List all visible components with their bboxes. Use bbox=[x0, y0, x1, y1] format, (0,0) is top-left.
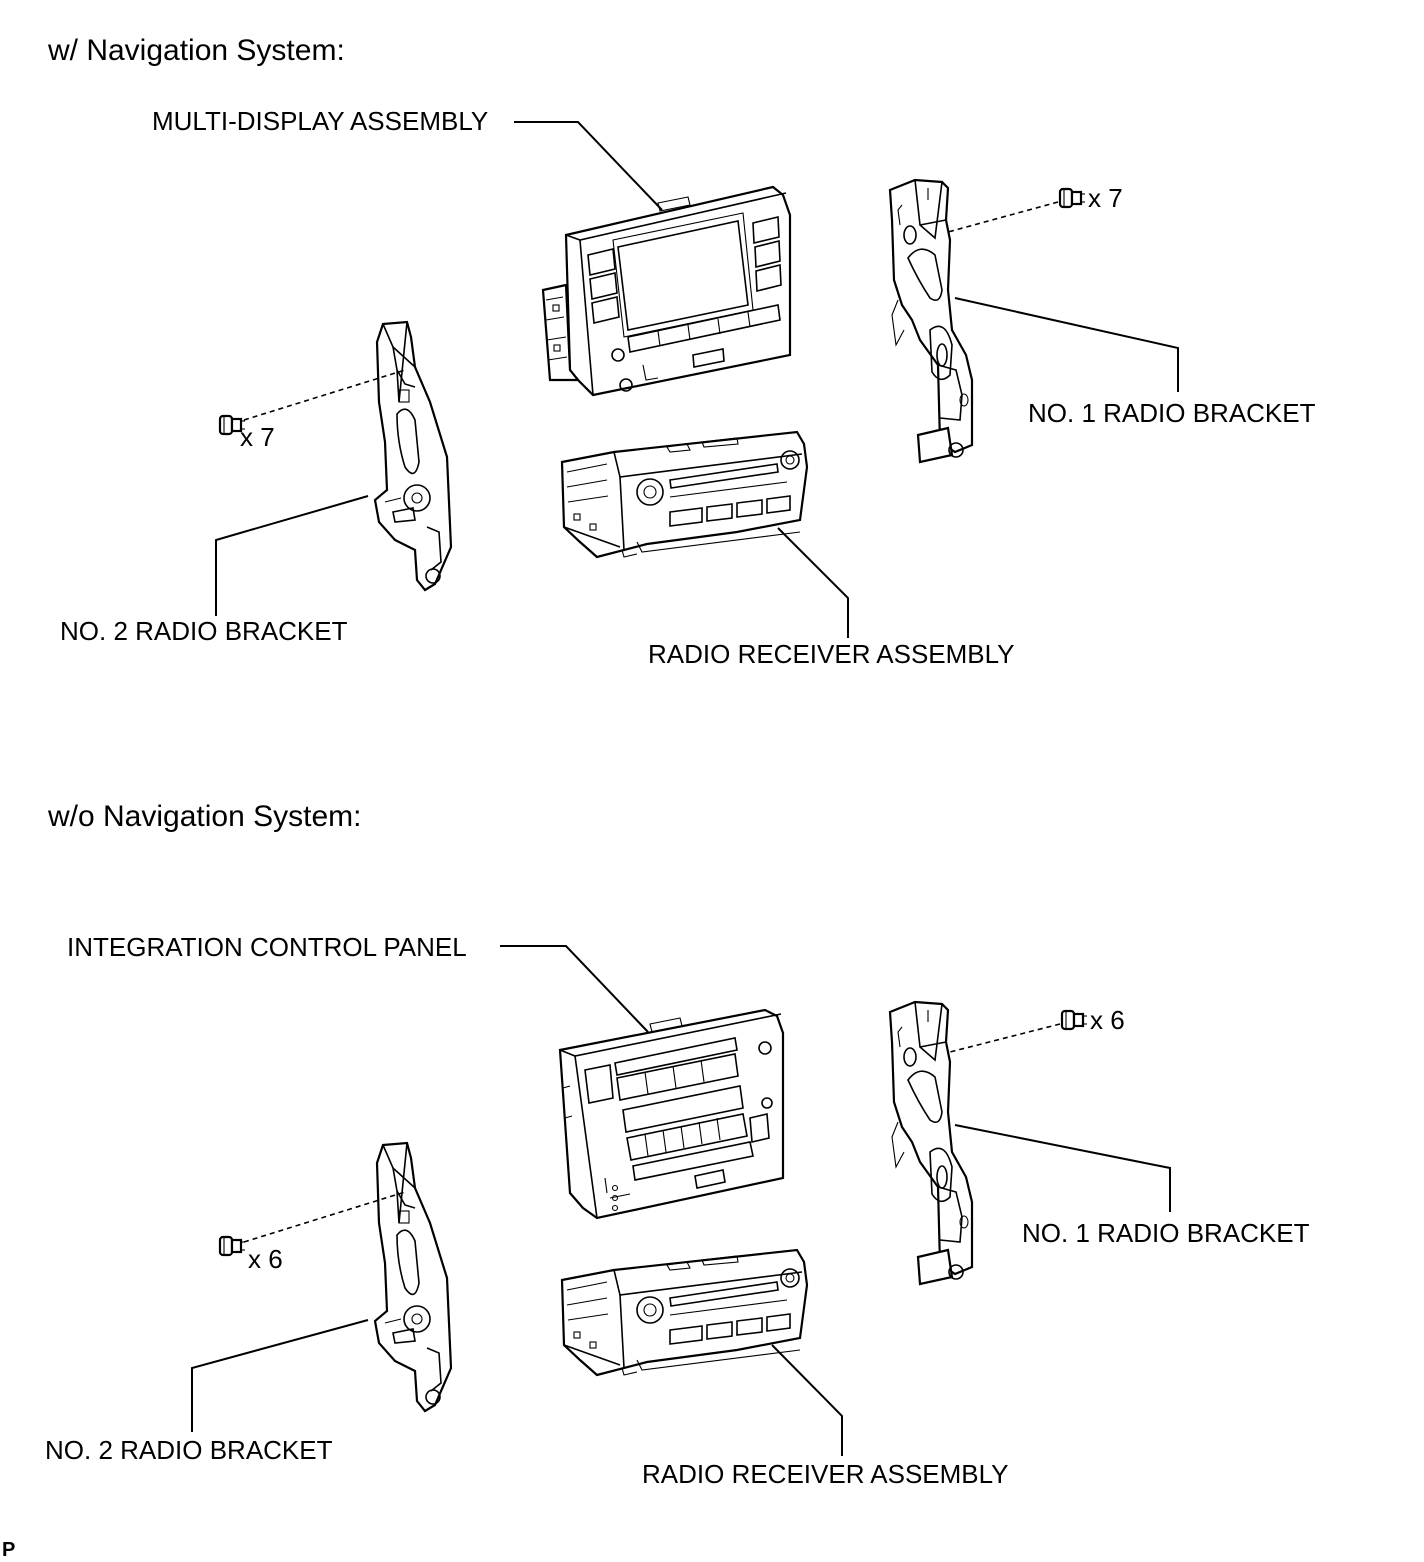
bolt-direction-line bbox=[243, 1191, 406, 1243]
section-header-without-navigation: w/o Navigation System: bbox=[48, 800, 362, 833]
bolt-quantity-label: x 6 bbox=[1090, 1005, 1125, 1035]
leader-line bbox=[191, 1319, 369, 1432]
page-code: P bbox=[2, 1539, 16, 1561]
radio-receiver-assembly-label: RADIO RECEIVER ASSEMBLY bbox=[642, 1459, 1009, 1489]
leader-line bbox=[771, 1344, 843, 1456]
bolt-direction-line bbox=[947, 201, 1059, 233]
bolt-icon bbox=[1058, 187, 1087, 209]
no2-radio-bracket-label: NO. 2 RADIO BRACKET bbox=[45, 1435, 333, 1465]
radio-receiver-assembly-label: RADIO RECEIVER ASSEMBLY bbox=[648, 639, 1015, 669]
bolt-direction-line bbox=[949, 1023, 1061, 1053]
no2-radio-bracket-label: NO. 2 RADIO BRACKET bbox=[60, 616, 348, 646]
no2-radio-bracket-drawing-2 bbox=[373, 1141, 453, 1413]
multi-display-assembly-label: MULTI-DISPLAY ASSEMBLY bbox=[152, 106, 489, 136]
radio-receiver-drawing-1 bbox=[560, 430, 809, 559]
no2-radio-bracket-drawing-1 bbox=[373, 320, 453, 592]
multi-display-assembly-drawing bbox=[541, 185, 792, 397]
integration-control-panel-label: INTEGRATION CONTROL PANEL bbox=[67, 932, 467, 962]
leader-line bbox=[500, 945, 649, 1033]
leader-line bbox=[777, 527, 849, 638]
no1-radio-bracket-drawing-2 bbox=[888, 1000, 974, 1286]
leader-line bbox=[514, 121, 663, 211]
no1-radio-bracket-label: NO. 1 RADIO BRACKET bbox=[1022, 1218, 1310, 1248]
bolt-quantity-label: x 6 bbox=[248, 1244, 283, 1274]
bolt-direction-line bbox=[243, 369, 406, 421]
leader-line bbox=[954, 297, 1179, 392]
integration-control-panel-drawing bbox=[558, 1008, 785, 1220]
bolt-quantity-label: x 7 bbox=[1088, 183, 1123, 213]
leader-line bbox=[954, 1124, 1171, 1212]
section-header-with-navigation: w/ Navigation System: bbox=[48, 34, 345, 67]
leader-line bbox=[215, 495, 369, 616]
bolt-quantity-label: x 7 bbox=[240, 422, 275, 452]
no1-radio-bracket-drawing-1 bbox=[888, 178, 974, 464]
bolt-icon bbox=[1060, 1009, 1089, 1031]
radio-receiver-drawing-2 bbox=[560, 1248, 809, 1377]
bolt-icon bbox=[218, 1235, 247, 1257]
no1-radio-bracket-label: NO. 1 RADIO BRACKET bbox=[1028, 398, 1316, 428]
